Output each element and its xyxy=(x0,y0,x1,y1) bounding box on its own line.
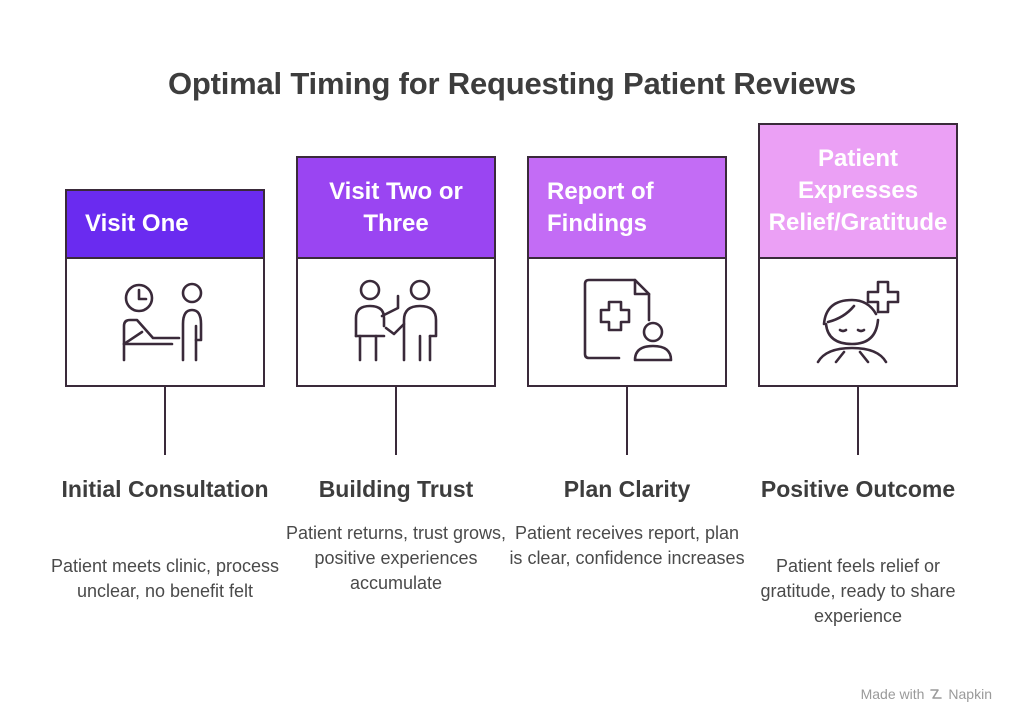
stage-description: Patient feels relief or gratitude, ready… xyxy=(760,556,956,626)
two-people-greeting-icon xyxy=(354,279,438,362)
stage-icon-box xyxy=(296,257,496,387)
relieved-person-plus-icon xyxy=(816,280,900,364)
stage-header: Visit One xyxy=(65,189,265,257)
stage-connector xyxy=(395,387,397,455)
stage-description: Patient returns, trust grows, positive e… xyxy=(285,523,507,593)
napkin-logo-icon xyxy=(930,689,943,699)
stage-title: Initial Consultation xyxy=(61,476,269,502)
stage-icon-box xyxy=(758,257,958,387)
stage-header-label: Patient Expresses Relief/Gratitude xyxy=(768,145,948,236)
stage-header: Patient Expresses Relief/Gratitude xyxy=(758,123,958,257)
stage-icon-box xyxy=(65,257,265,387)
napkin-watermark: Made with Napkin xyxy=(861,686,992,702)
stage-description: Patient meets clinic, process unclear, n… xyxy=(50,556,280,601)
stage-icon-box xyxy=(527,257,727,387)
stage-header-label: Report of Findings xyxy=(547,177,654,237)
stage-connector xyxy=(857,387,859,455)
medical-report-person-icon xyxy=(583,278,673,362)
stage-connector xyxy=(164,387,166,455)
diagram-title: Optimal Timing for Requesting Patient Re… xyxy=(167,66,857,101)
stage-title: Building Trust xyxy=(318,476,474,502)
stage-header-label: Visit Two or Three xyxy=(329,177,463,237)
stage-description: Patient receives report, plan is clear, … xyxy=(509,523,745,568)
clock-person-desk-icon xyxy=(122,282,203,362)
stage-connector xyxy=(626,387,628,455)
stage-header: Report of Findings xyxy=(527,156,727,257)
watermark-made-with: Made with xyxy=(860,686,925,702)
stage-title: Plan Clarity xyxy=(563,476,691,502)
stage-title: Positive Outcome xyxy=(760,476,956,502)
stage-header: Visit Two or Three xyxy=(296,156,496,257)
stage-header-label: Visit One xyxy=(85,210,189,237)
watermark-brand: Napkin xyxy=(948,686,992,702)
